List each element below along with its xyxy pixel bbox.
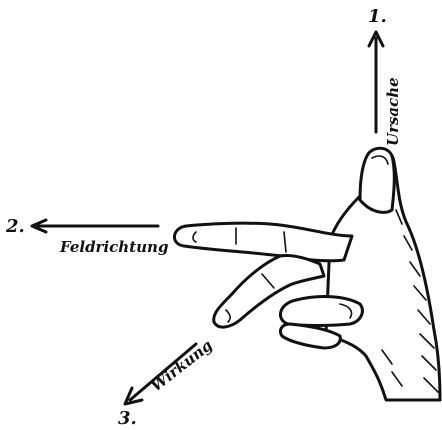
arrow-field-number: 2. — [5, 216, 25, 237]
arrow-field-label: Feldrichtung — [59, 238, 168, 256]
arrow-field: 2. Feldrichtung — [5, 216, 168, 256]
arrow-cause-label: Ursache — [384, 77, 402, 146]
hand-illustration — [174, 148, 440, 400]
arrow-effect-label: Wirkung — [147, 336, 216, 395]
hand-thumb — [360, 148, 394, 212]
hand-ring-finger — [280, 297, 362, 326]
arrow-cause: 1. Ursache — [368, 6, 402, 146]
arrow-effect-number: 3. — [118, 408, 137, 429]
arrow-cause-number: 1. — [368, 6, 387, 27]
hand-index-finger — [174, 223, 352, 261]
arrow-effect: 3. Wirkung — [118, 336, 216, 429]
